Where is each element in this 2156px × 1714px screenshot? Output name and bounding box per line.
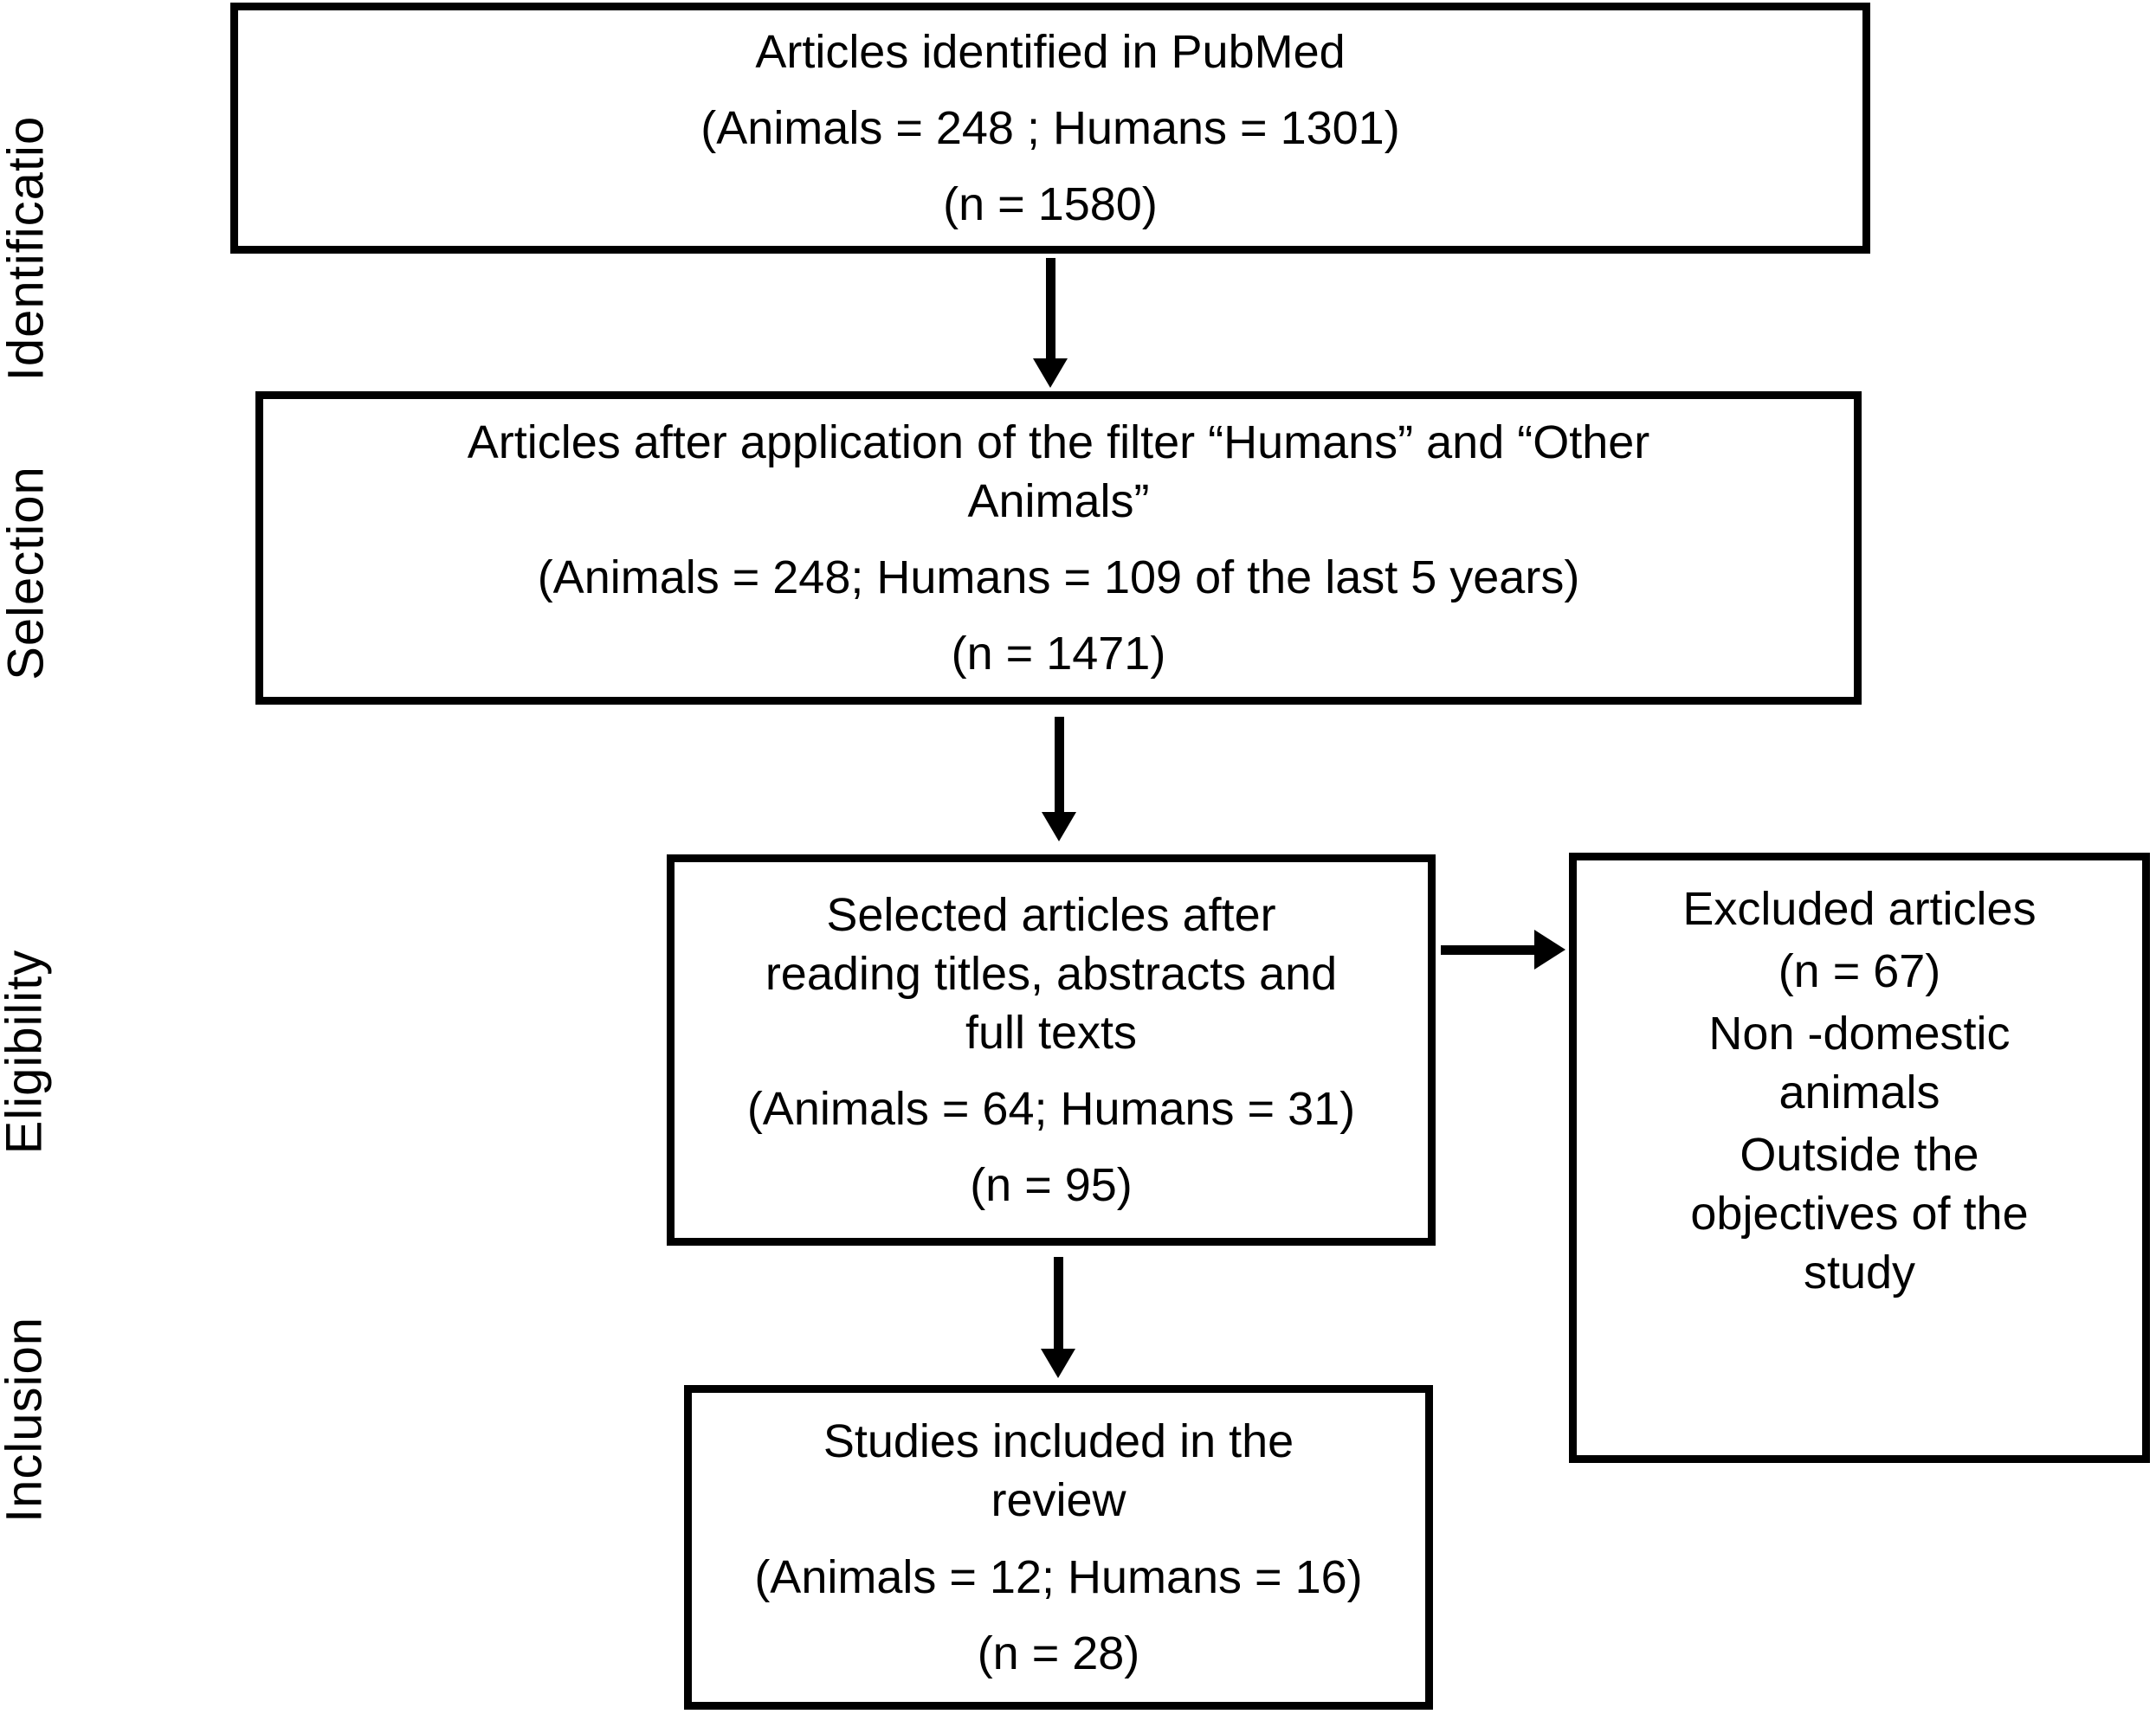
- arrow-stem: [1055, 717, 1064, 814]
- box-text-line: (n = 95): [970, 1159, 1133, 1212]
- box-text-line: Selected articles after reading titles, …: [765, 888, 1338, 1059]
- box-text-line: Excluded articles: [1682, 883, 2037, 935]
- box-text-line: (n = 1471): [951, 628, 1166, 680]
- box-text-line: (n = 1580): [943, 178, 1158, 231]
- arrow-head-right-icon: [1534, 930, 1565, 970]
- box-text-line: Outside the objectives of the study: [1690, 1129, 2029, 1299]
- box-text-line: (Animals = 248 ; Humans = 1301): [700, 101, 1400, 154]
- box-text-line: (n = 28): [977, 1627, 1140, 1679]
- box-excluded-articles: Excluded articles (n = 67) Non -domestic a…: [1569, 853, 2150, 1463]
- box-selected-articles: Selected articles after reading titles, …: [667, 854, 1436, 1246]
- box-text-line: (n = 67): [1778, 945, 1941, 998]
- stage-label-inclusion: Inclusion: [0, 1317, 53, 1523]
- box-text-line: (Animals = 12; Humans = 16): [754, 1550, 1363, 1603]
- arrow-stem: [1054, 1257, 1063, 1350]
- box-text-line: (Animals = 248; Humans = 109 of the last…: [537, 551, 1580, 603]
- stage-label-selection: Selection: [0, 466, 55, 680]
- box-text-line: Non -domestic animals: [1708, 1008, 2011, 1119]
- arrow-stem: [1046, 258, 1055, 360]
- arrow-head-down-icon: [1033, 358, 1068, 388]
- box-studies-included: Studies included in the review (Animals =…: [684, 1385, 1433, 1710]
- stage-label-eligibility: Eligibility: [0, 949, 53, 1155]
- box-text-line: (Animals = 64; Humans = 31): [746, 1083, 1356, 1136]
- box-text-line: Articles after application of the filter…: [467, 416, 1650, 527]
- box-articles-identified: Articles identified in PubMed (Animals = …: [230, 3, 1870, 254]
- arrow-head-down-icon: [1041, 1349, 1075, 1378]
- stage-label-identification: Identificatio: [0, 115, 55, 382]
- box-articles-after-filter: Articles after application of the filter…: [255, 391, 1862, 705]
- box-text-line: Articles identified in PubMed: [755, 25, 1346, 78]
- arrow-head-down-icon: [1042, 812, 1076, 841]
- arrow-stem: [1441, 945, 1536, 955]
- box-text-line: Studies included in the review: [823, 1415, 1294, 1527]
